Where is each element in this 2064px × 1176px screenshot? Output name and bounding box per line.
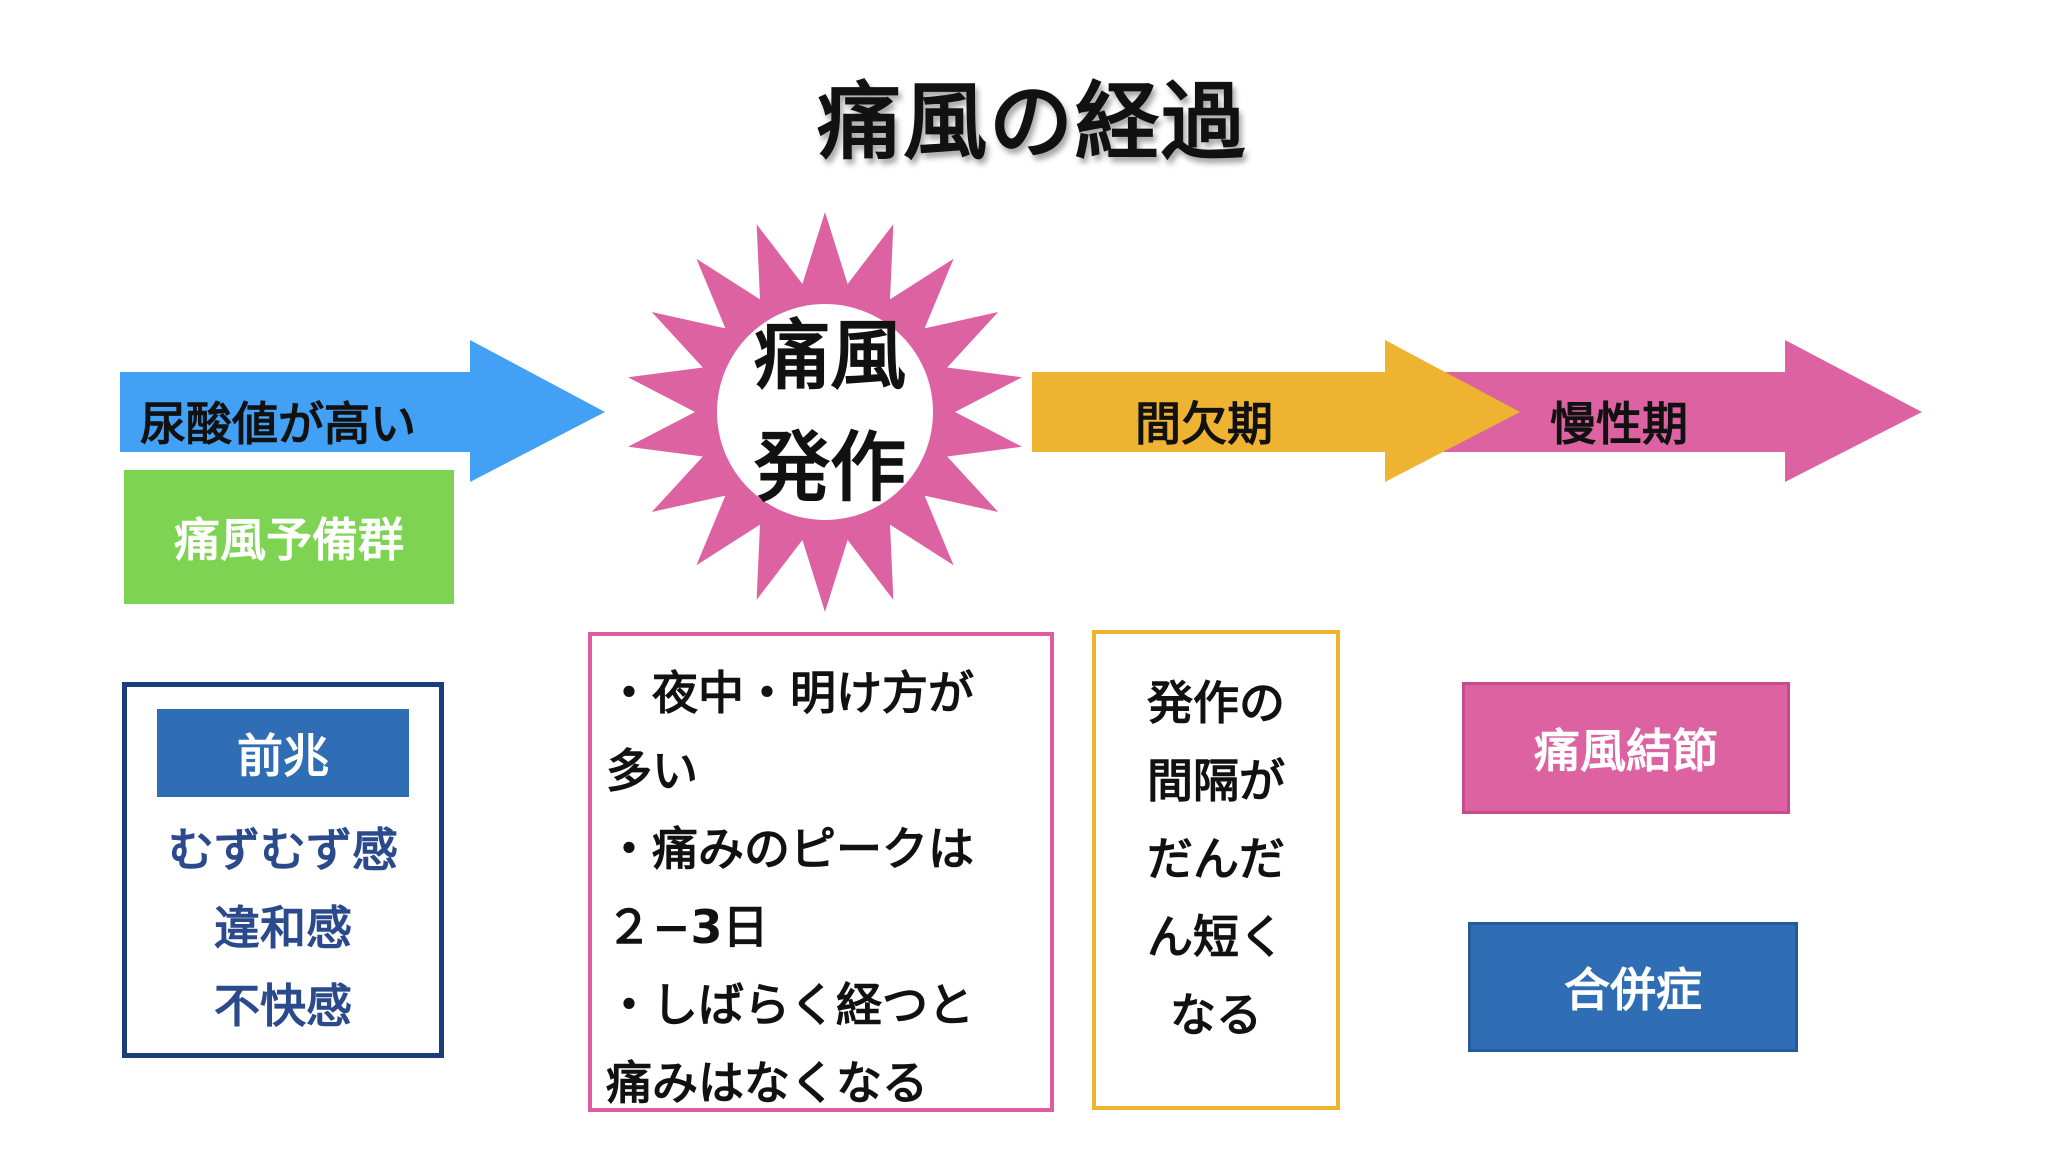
attack-note-line: ・夜中・明け方が bbox=[606, 666, 974, 720]
prodrome-list: むずむず感 違和感 不快感 bbox=[127, 811, 439, 1045]
arrow-intercritical bbox=[1032, 340, 1520, 482]
prodrome-item: むずむず感 bbox=[168, 823, 398, 877]
pre-gout-box: 痛風予備群 bbox=[124, 470, 454, 604]
burst-center bbox=[717, 304, 933, 520]
stage-high-uric-acid-label: 尿酸値が高い bbox=[140, 397, 416, 451]
gout-attack-line1: 痛風 bbox=[754, 311, 906, 400]
prodrome-heading: 前兆 bbox=[157, 709, 409, 797]
gout-attack-line2: 発作 bbox=[754, 423, 906, 512]
intercritical-note-box: 発作の 間隔が だんだ ん短く なる bbox=[1092, 630, 1340, 1110]
intercritical-note-line: ん短く bbox=[1147, 910, 1285, 964]
stage-intercritical-label: 間欠期 bbox=[1135, 397, 1273, 451]
prodrome-heading-label: 前兆 bbox=[237, 729, 329, 783]
pre-gout-label: 痛風予備群 bbox=[174, 513, 404, 567]
tophi-label: 痛風結節 bbox=[1534, 724, 1718, 778]
intercritical-note-line: なる bbox=[1170, 988, 1262, 1042]
prodrome-box: 前兆 むずむず感 違和感 不快感 bbox=[122, 682, 444, 1058]
attack-note-line: 多い bbox=[606, 744, 698, 798]
intercritical-note-line: 間隔が bbox=[1147, 754, 1285, 808]
arrow-high-uric-acid bbox=[120, 340, 605, 482]
intercritical-note-line: だんだ bbox=[1147, 832, 1285, 886]
complications-box: 合併症 bbox=[1468, 922, 1798, 1052]
diagram-title: 痛風の経過 bbox=[816, 73, 1247, 171]
prodrome-item: 不快感 bbox=[214, 979, 352, 1033]
stage-chronic-label: 慢性期 bbox=[1550, 397, 1688, 451]
prodrome-item: 違和感 bbox=[214, 901, 352, 955]
attack-note-line: ・しばらく経つと bbox=[606, 978, 974, 1032]
attack-notes-box: ・夜中・明け方が 多い ・痛みのピークは ２−3日 ・しばらく経つと 痛みはなく… bbox=[588, 632, 1054, 1112]
intercritical-note-line: 発作の bbox=[1147, 676, 1285, 730]
tophi-box: 痛風結節 bbox=[1462, 682, 1790, 814]
attack-note-line: ２−3日 bbox=[606, 900, 769, 954]
gout-attack-label: 痛風 発作 bbox=[690, 300, 970, 524]
arrow-chronic bbox=[1380, 340, 1922, 482]
complications-label: 合併症 bbox=[1564, 963, 1702, 1017]
attack-note-line: 痛みはなくなる bbox=[606, 1056, 928, 1110]
attack-note-line: ・痛みのピークは bbox=[606, 822, 974, 876]
